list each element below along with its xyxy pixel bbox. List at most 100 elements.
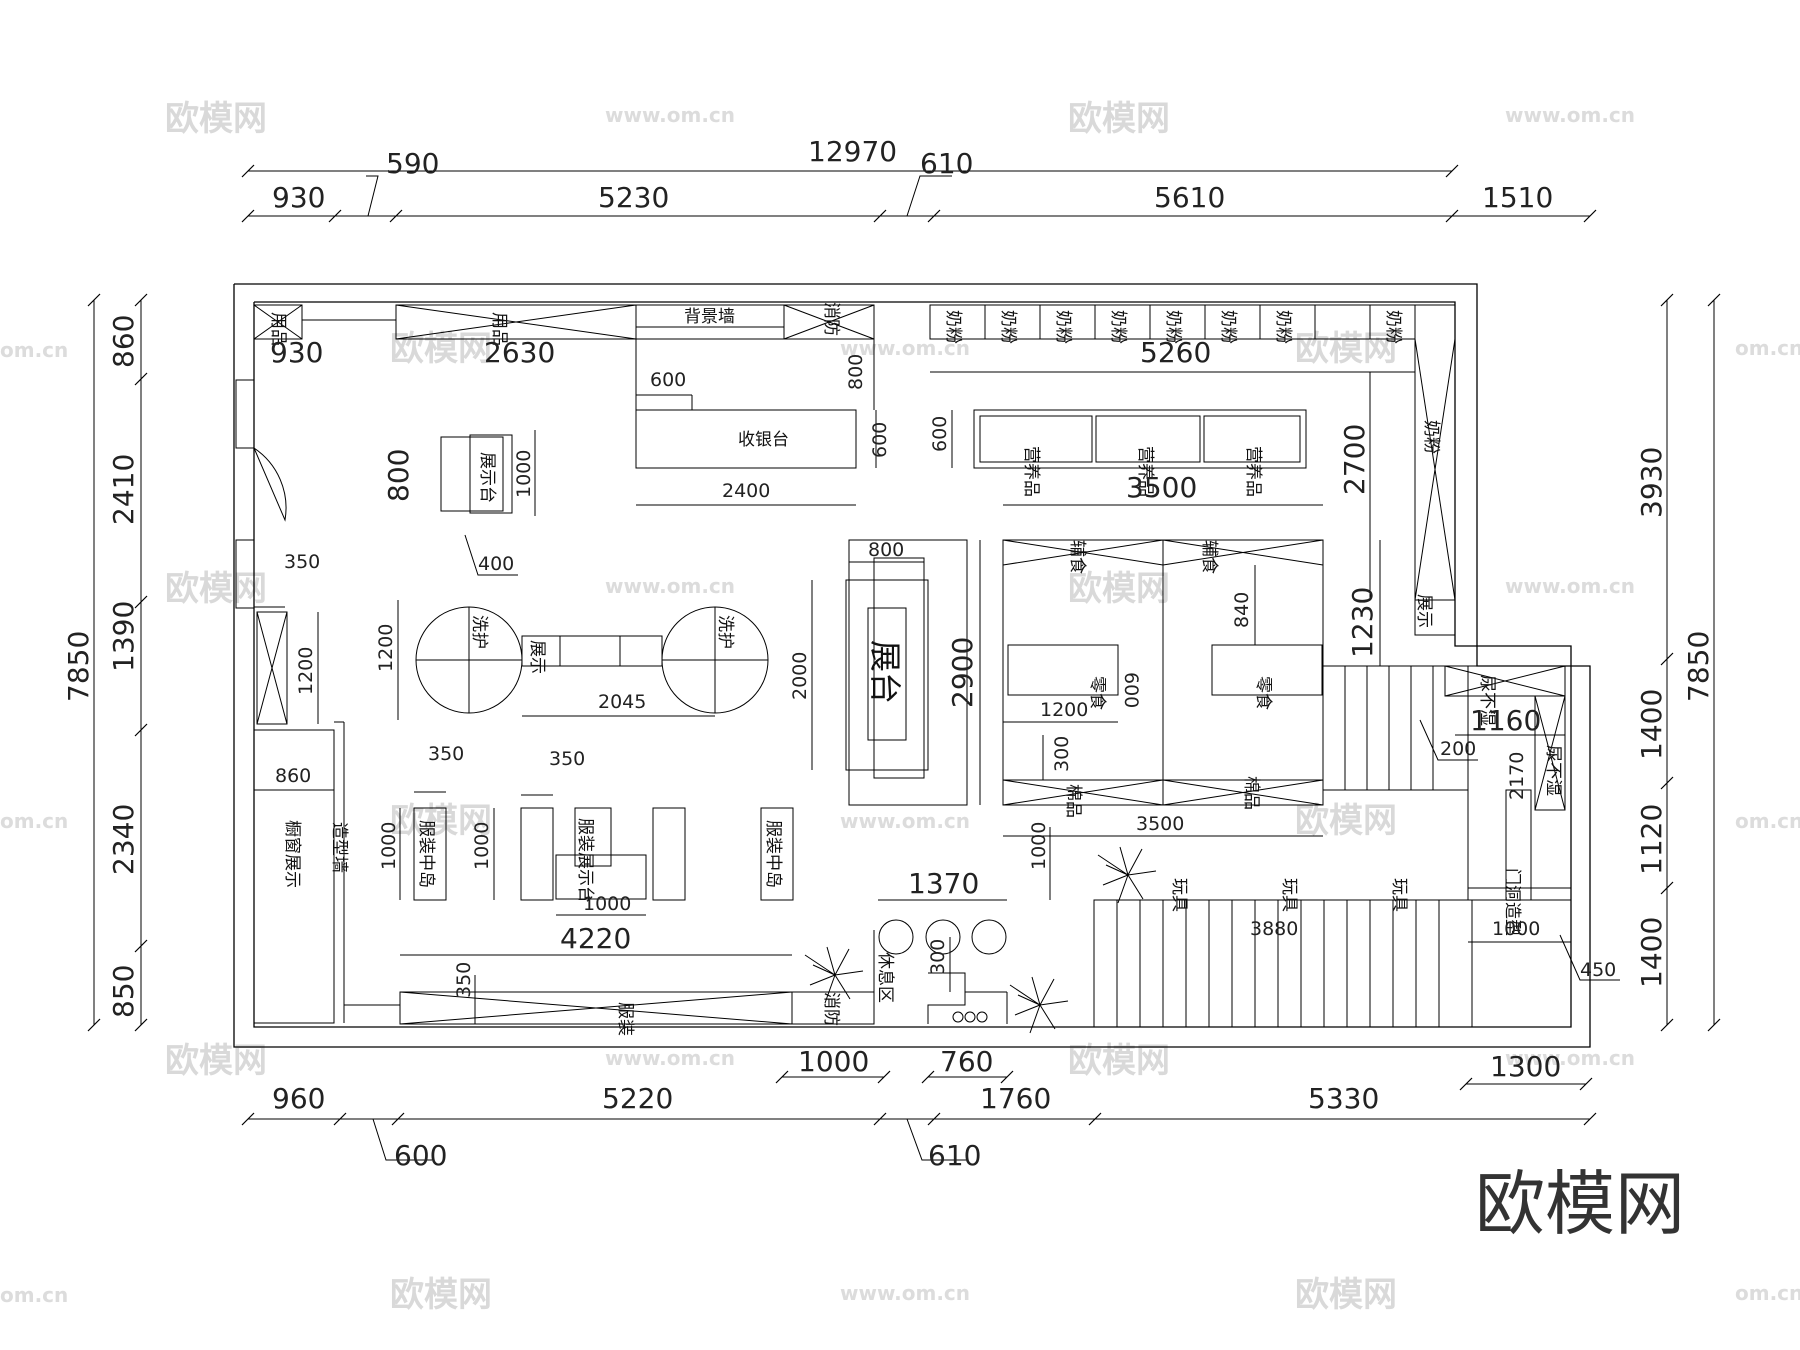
label-fuzhuang: 服装: [615, 1002, 635, 1036]
dim-930: 930: [270, 336, 323, 369]
dim-left-2410: 2410: [107, 454, 140, 525]
dim-bottom-1760: 1760: [980, 1082, 1051, 1115]
watermark-url: www.om.cn: [1505, 1046, 1635, 1070]
dim-2000: 2000: [789, 652, 811, 700]
label-naifen-1: 奶粉: [943, 310, 963, 344]
label-wanju-c: 玩具: [1389, 878, 1409, 912]
clothing-area: 服装中岛 服装展示台 服装中岛: [413, 807, 794, 903]
dim-top-5230: 5230: [598, 181, 669, 214]
dim-350a: 350: [284, 551, 320, 573]
label-yingyangpin-3: 营养品: [1243, 446, 1263, 497]
care-display: 洗护 洗护 展示: [415, 606, 769, 714]
watermark-url: www.om.cn: [605, 1046, 735, 1070]
watermark: 欧模网: [165, 569, 267, 609]
watermark: 欧模网: [1068, 1041, 1170, 1081]
watermark: 欧模网: [165, 1041, 267, 1081]
label-xihu-b: 洗护: [715, 615, 735, 649]
label-fushi-b: 辅食: [1199, 540, 1219, 574]
dim-bottom-5330: 5330: [1308, 1082, 1379, 1115]
label-yingyangpin-1: 营养品: [1021, 446, 1041, 497]
watermark: 欧模网: [1295, 1275, 1397, 1315]
dim-2170: 2170: [1506, 752, 1528, 800]
watermark-url: www.om.cn: [840, 809, 970, 833]
dim-top-590: 590: [386, 147, 439, 180]
dim-600c: 600: [929, 416, 951, 452]
dim-300a: 300: [1051, 736, 1073, 772]
watermark-url: om.cn: [1735, 336, 1800, 360]
dim-300b: 300: [927, 939, 949, 975]
label-xiaofang-bottom: 消防: [821, 992, 841, 1026]
label-naifen-3: 奶粉: [1053, 310, 1073, 344]
dim-3880: 3880: [1250, 918, 1298, 940]
dim-3500a: 3500: [1126, 471, 1197, 504]
label-mendongzaoxing: 门洞造型: [1502, 868, 1522, 936]
dim-2700: 2700: [1338, 424, 1371, 495]
window-display: 橱窗展示 造型墙: [253, 611, 349, 1024]
watermark: 欧模网: [1295, 801, 1397, 841]
dim-840: 840: [1231, 592, 1253, 628]
dim-350d: 350: [453, 962, 475, 998]
watermark-url: www.om.cn: [605, 103, 735, 127]
dim-200: 200: [1440, 738, 1476, 760]
watermark-url: om.cn: [1735, 1281, 1800, 1305]
watermark-url: www.om.cn: [1505, 103, 1635, 127]
dim-1200b: 1200: [375, 624, 397, 672]
dim-top-5610: 5610: [1154, 181, 1225, 214]
dim-1160: 1160: [1470, 704, 1541, 737]
right-dimensions: 7850 3930 1400 1120 1400: [1635, 293, 1721, 1032]
label-chuchuangzhanshi: 橱窗展示: [282, 820, 302, 888]
label-mianpin-a: 棉品: [1063, 784, 1083, 818]
dim-1230: 1230: [1346, 587, 1379, 658]
dim-400: 400: [478, 553, 514, 575]
dim-2900: 2900: [946, 637, 979, 708]
dim-1000f: 1000: [1492, 918, 1540, 940]
dim-600d: 600: [1120, 672, 1142, 708]
watermark-url: www.om.cn: [605, 574, 735, 598]
label-niaobushi-a: 尿不湿: [1477, 675, 1497, 726]
dim-600a: 600: [650, 369, 686, 391]
label-naifen-4: 奶粉: [1108, 310, 1128, 344]
watermark: 欧模网: [1068, 99, 1170, 139]
dim-bottom-610: 610: [928, 1139, 981, 1172]
label-fuzhuangzhongdao-a: 服装中岛: [416, 820, 436, 888]
watermark: 欧模网: [1068, 569, 1170, 609]
label-shouyintai: 收银台: [738, 430, 789, 450]
bottom-dimensions: 960 5220 1760 5330 600 610 1000 760 1300: [241, 1045, 1597, 1172]
dim-350b: 350: [428, 743, 464, 765]
label-beijingqiang: 背景墙: [684, 307, 735, 327]
label-yongpin-a: 用品: [268, 312, 288, 346]
dim-800b: 800: [868, 539, 904, 561]
left-dimensions: 7850 860 2410 1390 2340 850: [62, 293, 148, 1032]
dim-top-total: 12970: [808, 135, 897, 168]
right-shelf: 奶粉 展示: [1414, 304, 1456, 636]
central-stand: 展台: [845, 539, 968, 806]
dim-left-2340: 2340: [107, 804, 140, 875]
label-niaobushi-b: 尿不湿: [1543, 745, 1563, 796]
watermark-url: www.om.cn: [840, 336, 970, 360]
dim-2630: 2630: [484, 336, 555, 369]
watermark-url: www.om.cn: [1505, 574, 1635, 598]
dim-600b: 600: [869, 422, 891, 458]
dim-350c: 350: [549, 748, 585, 770]
plant-icon: [804, 946, 864, 1004]
label-xiuxiqu: 休息区: [875, 952, 895, 1003]
dim-5260: 5260: [1140, 336, 1211, 369]
label-mianpin-b: 棉品: [1241, 776, 1261, 810]
watermark-url: om.cn: [0, 1283, 68, 1307]
dim-3500b: 3500: [1136, 813, 1184, 835]
brand-logo: 欧模网: [1475, 1163, 1685, 1245]
plant-icons: [804, 846, 1157, 1034]
label-xiaofang-top: 消防: [821, 302, 841, 336]
label-wanju-b: 玩具: [1279, 878, 1299, 912]
dim-800c: 800: [382, 449, 415, 502]
dim-1200c: 1200: [1040, 699, 1088, 721]
label-zhantai: 展台: [866, 640, 904, 704]
label-lingshi-a: 零食: [1087, 676, 1107, 710]
label-naifen-8: 奶粉: [1383, 310, 1403, 344]
nutrition-shelf: 营养品 营养品 营养品: [973, 409, 1307, 497]
top-shelves: 用品 用品 背景墙 消防 奶粉 奶粉 奶粉 奶粉 奶粉 奶粉 奶粉 奶粉: [253, 302, 1416, 410]
rest-area: 休息区: [875, 919, 1008, 1024]
dim-bottom-760: 760: [940, 1045, 993, 1078]
top-dimensions: 12970 930 5230 5610 1510 590 610: [241, 135, 1597, 223]
